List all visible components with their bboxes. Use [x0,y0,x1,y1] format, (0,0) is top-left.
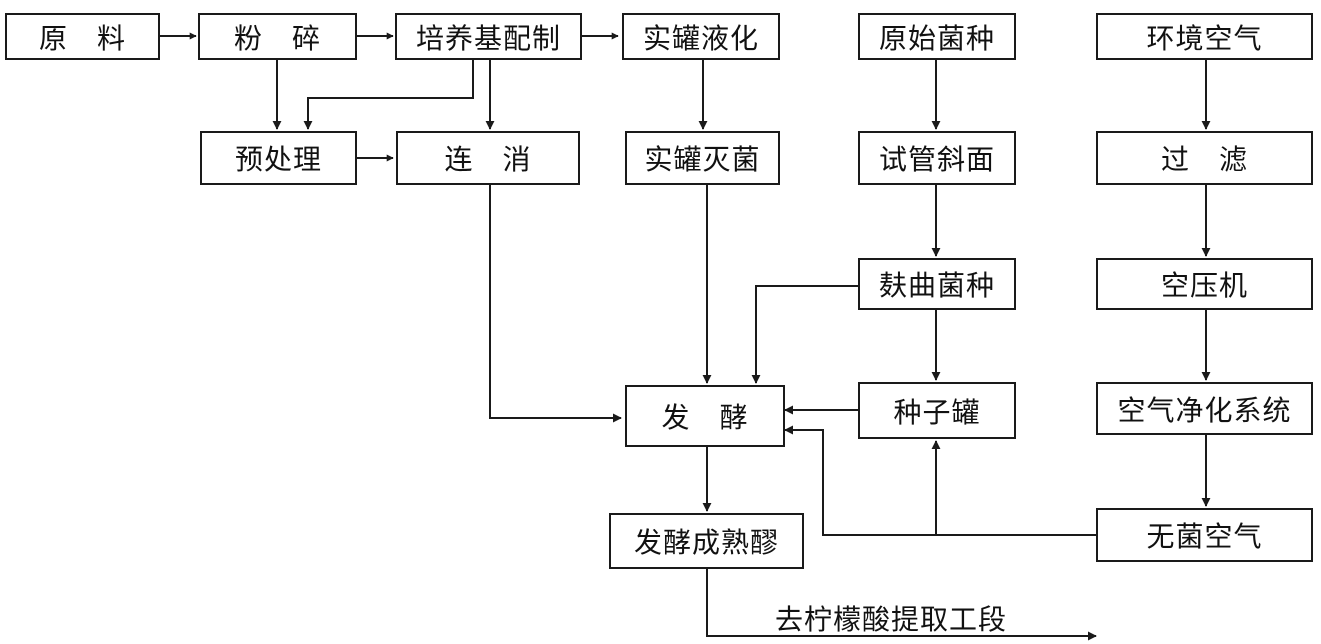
arrow-medium-to-pretreatment [303,60,474,130]
node-original-strain: 原始菌种 [858,13,1016,60]
node-sterile-air: 无菌空气 [1096,508,1313,562]
label-to-extraction: 去柠檬酸提取工段 [775,603,1008,636]
node-fermentation: 发 酵 [625,385,785,447]
node-continuous-sterilization: 连 消 [396,131,580,185]
node-air-purification: 空气净化系统 [1096,382,1313,435]
arrow-sterile-air-to-seed-tank [931,440,1096,536]
node-tank-sterilization: 实罐灭菌 [625,131,780,185]
node-medium-prep: 培养基配制 [395,13,582,60]
node-filtration: 过 滤 [1096,131,1313,185]
node-slant-tube: 试管斜面 [858,131,1016,185]
node-bran-koji-strain: 麸曲菌种 [858,258,1016,310]
arrow-continuous-to-fermentation [489,185,622,423]
node-air-compressor: 空压机 [1096,258,1313,310]
arrow-koji-to-fermentation [751,285,858,384]
node-tank-liquefaction: 实罐液化 [622,13,780,60]
node-seed-tank: 种子罐 [858,382,1016,439]
arrow-mash-to-extraction [706,569,1097,641]
node-raw-material: 原 料 [5,13,160,60]
node-ambient-air: 环境空气 [1096,13,1313,60]
arrow-sterile-air-to-fermentation [784,425,936,536]
node-mature-mash: 发酵成熟醪 [609,513,804,569]
node-crushing: 粉 碎 [198,13,357,60]
node-pretreatment: 预处理 [200,131,357,185]
